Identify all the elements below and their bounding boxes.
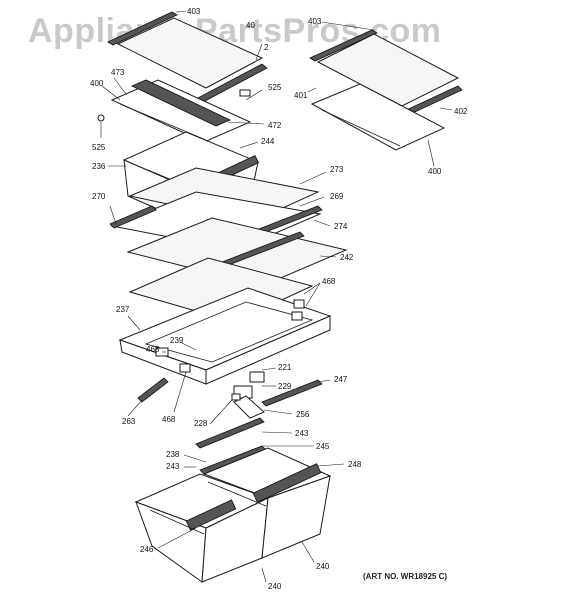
- callout-273: 273: [330, 165, 344, 174]
- callout-270: 270: [92, 192, 106, 201]
- callout-221: 221: [278, 363, 292, 372]
- slide-263: [137, 377, 169, 403]
- callout-245: 245: [316, 442, 330, 451]
- callout-246: 246: [140, 545, 154, 554]
- callout-468: 468: [162, 415, 176, 424]
- callout-228: 228: [194, 419, 208, 428]
- callout-2: 2: [264, 43, 269, 52]
- callout-243: 243: [295, 429, 309, 438]
- callout-40: 40: [246, 21, 255, 30]
- callout-238: 238: [166, 450, 180, 459]
- callout-243: 243: [166, 462, 180, 471]
- callout-403: 403: [187, 7, 201, 16]
- callout-472: 472: [268, 121, 282, 130]
- part-256: [233, 395, 265, 419]
- crisper-drawers: [134, 445, 332, 583]
- callout-468: 468: [146, 345, 160, 354]
- callout-240: 240: [316, 562, 330, 571]
- art-number: (ART NO. WR18925 C): [363, 572, 448, 581]
- slide-rail-243: [195, 417, 265, 449]
- callout-240: 240: [268, 582, 282, 591]
- leader-lines: [100, 10, 453, 583]
- callout-236: 236: [92, 162, 106, 171]
- callout-274: 274: [334, 222, 348, 231]
- callout-247: 247: [334, 375, 348, 384]
- callout-248: 248: [348, 460, 362, 469]
- callout-269: 269: [330, 192, 344, 201]
- callout-402: 402: [454, 107, 468, 116]
- callout-229: 229: [278, 382, 292, 391]
- callout-525: 525: [268, 83, 282, 92]
- callout-256: 256: [296, 410, 310, 419]
- callout-468: 468: [322, 277, 336, 286]
- callout-239: 239: [170, 336, 184, 345]
- callout-labels: 403 40 2 473 400 525 472 525 244 236 273…: [90, 7, 468, 591]
- upper-left-shelf: [97, 11, 268, 143]
- part-228: [231, 393, 241, 401]
- callout-400: 400: [90, 79, 104, 88]
- callout-263: 263: [122, 417, 136, 426]
- callout-403: 403: [308, 17, 322, 26]
- callout-242: 242: [340, 253, 354, 262]
- callout-237: 237: [116, 305, 130, 314]
- callout-400: 400: [428, 167, 442, 176]
- callout-244: 244: [261, 137, 275, 146]
- upper-right-shelf: [309, 29, 463, 151]
- callout-401: 401: [294, 91, 308, 100]
- callout-525: 525: [92, 143, 106, 152]
- rod-247: [261, 379, 323, 407]
- pan-cover-frame: [118, 287, 332, 399]
- callout-473: 473: [111, 68, 125, 77]
